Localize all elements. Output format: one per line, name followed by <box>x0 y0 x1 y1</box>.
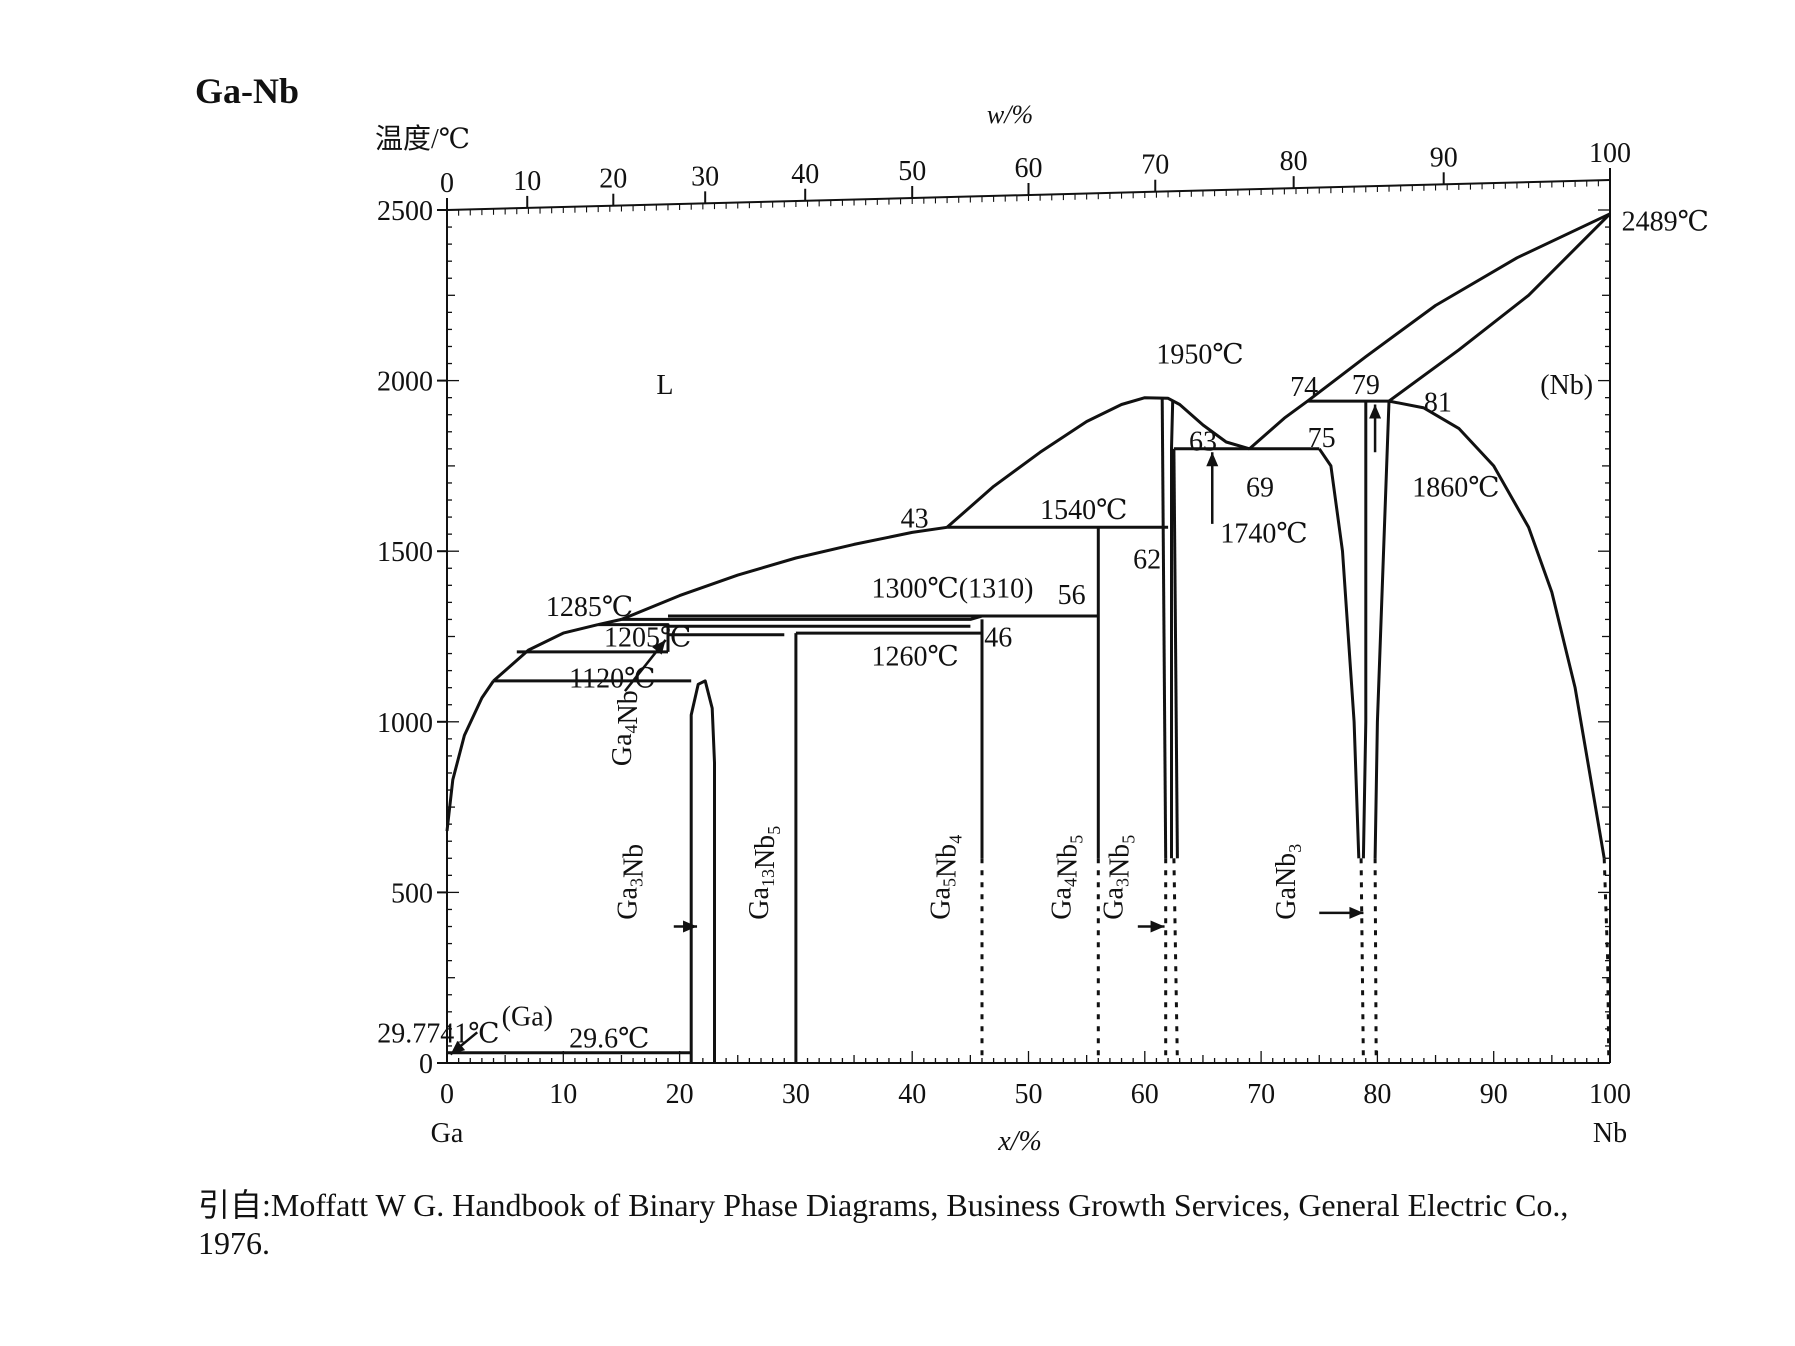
phase-name-label: Ga3Nb5 <box>1099 835 1139 920</box>
top-tick-label: 40 <box>791 159 819 190</box>
phase-boundary-line <box>1361 401 1368 859</box>
y-tick-label: 2000 <box>377 367 433 398</box>
annotation-label: 81 <box>1424 387 1452 418</box>
x-tick-label: 50 <box>1015 1079 1043 1110</box>
phase-boundary-line <box>946 396 1250 529</box>
top-tick-label: 20 <box>599 164 627 195</box>
annotation-label: 29.6℃ <box>569 1024 649 1055</box>
annotation-label: (Ga) <box>502 1001 553 1032</box>
annotation-label: 74 <box>1290 372 1318 403</box>
x-tick-label: 60 <box>1131 1079 1159 1110</box>
annotation-label: 69 <box>1246 473 1274 504</box>
x-tick-label: 80 <box>1363 1079 1391 1110</box>
ga4nb-arrow-head <box>652 639 666 655</box>
x-axis-title: x/% <box>997 1126 1042 1157</box>
annotation-label: 1740℃ <box>1220 519 1307 550</box>
y-axis-title: 温度/℃ <box>375 123 470 155</box>
annotation-label: 46 <box>984 623 1012 654</box>
x-tick-label: 90 <box>1480 1079 1508 1110</box>
phase-boundary-line <box>598 623 670 652</box>
top-tick-label: 0 <box>440 168 454 199</box>
phase-boundary-line <box>445 680 495 832</box>
phase-name-label: Ga5Nb4 <box>925 835 965 920</box>
phase-boundary-line <box>492 623 599 683</box>
dotted-boundary-line <box>1373 858 1378 1064</box>
ga3nb-arrow-head <box>683 920 698 933</box>
y-tick-label: 0 <box>419 1049 433 1080</box>
annotation-label: 1540℃ <box>1040 495 1127 526</box>
phase-boundary-line <box>1248 212 1611 450</box>
phase-boundary-line <box>1388 399 1606 859</box>
annotation-label: 2489℃ <box>1622 206 1709 237</box>
annotation-label: 1205℃ <box>604 623 691 654</box>
phase-boundary-line <box>1172 448 1179 859</box>
phase-boundary-line <box>1160 397 1168 859</box>
x-tick-label: 30 <box>782 1079 810 1110</box>
top-axis-title: w/% <box>987 100 1033 129</box>
y-tick-label: 1500 <box>377 537 433 568</box>
y-tick-label: 2500 <box>377 196 433 227</box>
annotation-label: 56 <box>1058 580 1086 611</box>
phase-boundary-line <box>689 679 716 1063</box>
phase-name-label: Ga4Nb5 <box>1046 835 1086 920</box>
ga3nb5-arrow-head <box>1150 920 1165 933</box>
top-tick-label: 10 <box>513 166 541 197</box>
ga-melting-arrow-head <box>450 1040 466 1055</box>
top-tick-label: 60 <box>1015 153 1043 184</box>
top-tick-label: 30 <box>691 161 719 192</box>
y-tick-label: 500 <box>391 878 433 909</box>
annotation-label: 1285℃ <box>546 592 633 623</box>
x-tick-label: 20 <box>666 1079 694 1110</box>
x-tick-label: 40 <box>898 1079 926 1110</box>
annotation-label: (Nb) <box>1540 370 1593 401</box>
x-tick-label: 100 <box>1589 1079 1631 1110</box>
phase-boundary-line <box>1388 212 1612 403</box>
dotted-boundary-line <box>1172 858 1179 1064</box>
phase-name-label: Ga3Nb <box>613 844 650 920</box>
phase-boundary-line <box>1318 447 1361 859</box>
phase-boundary-line <box>620 525 948 621</box>
citation-line-1: 引自:Moffatt W G. Handbook of Binary Phase… <box>198 1187 1569 1223</box>
phase-boundary-line <box>1373 401 1391 859</box>
annotation-label: L <box>656 370 673 401</box>
dotted-boundary-line <box>1602 858 1611 1064</box>
phase-name-label: Ga4Nb <box>607 690 644 766</box>
x-tick-label: 70 <box>1247 1079 1275 1110</box>
dotted-boundary-line <box>1359 858 1365 1064</box>
annotation-label: 79 <box>1352 370 1380 401</box>
annotation-label: 43 <box>901 503 929 534</box>
annotation-label: 1300℃(1310) <box>871 573 1033 604</box>
chart-title: Ga-Nb <box>195 71 300 111</box>
annotation-label: 1260℃ <box>871 642 958 673</box>
top-tick-label: 70 <box>1141 150 1169 181</box>
phase-boundary-line <box>1170 401 1175 859</box>
annotation-label: 75 <box>1308 423 1336 454</box>
annotation-label: 1120℃ <box>569 664 655 695</box>
x-tick-label: 0 <box>440 1079 454 1110</box>
annotation-label: 1860℃ <box>1412 473 1499 504</box>
phase-name-label: Ga13Nb5 <box>744 826 784 920</box>
1860-arrow-head <box>1369 404 1382 419</box>
1740-arrow-head <box>1206 452 1219 467</box>
ga-element-label: Ga <box>431 1118 464 1149</box>
x-tick-label: 10 <box>549 1079 577 1110</box>
annotation-label: 29.7741℃ <box>377 1019 499 1050</box>
top-tick-label: 100 <box>1589 138 1631 169</box>
annotation-label: 1950℃ <box>1156 340 1243 371</box>
phase-name-label: GaNb3 <box>1271 844 1305 920</box>
citation-line-2: 1976. <box>198 1225 270 1261</box>
annotation-label: 63 <box>1189 427 1217 458</box>
top-tick-label: 80 <box>1280 146 1308 177</box>
nb-element-label: Nb <box>1593 1118 1627 1149</box>
annotation-label: 62 <box>1133 544 1161 575</box>
ganb3-arrow-head <box>1349 906 1364 919</box>
top-tick-label: 90 <box>1430 142 1458 173</box>
top-tick-label: 50 <box>898 156 926 187</box>
y-tick-label: 1000 <box>377 708 433 739</box>
